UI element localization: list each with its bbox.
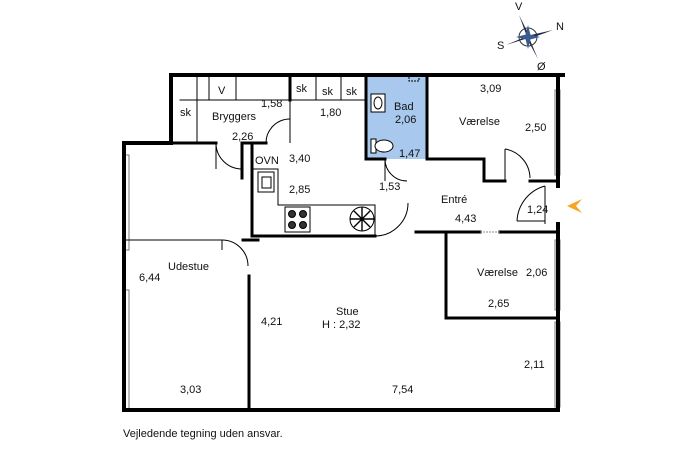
fan-icon [349,206,375,232]
vaerelse1-h: 2,50 [525,122,546,134]
vaerelse2-h: 2,06 [526,267,547,279]
door-swings [215,100,546,267]
hall-small-dim: 1,80 [320,107,341,119]
walls [122,73,565,412]
kitchen-counter [252,168,376,236]
bad-w: 2,06 [395,114,416,126]
compass-rose-icon [506,15,553,59]
entre-h: 1,53 [379,181,400,193]
vaerelse2-name: Værelse [477,267,518,279]
compass-n-label: N [556,21,564,33]
compass-v-label: V [515,1,523,13]
stue-name: Stue [336,306,359,318]
bryggers-name: Bryggers [212,111,257,123]
sk-label-1: sk [180,107,192,119]
vaerelse1-w: 3,09 [480,83,501,95]
vaerelse2-w: 2,65 [488,298,509,310]
bad-name: Bad [394,101,414,113]
stue-w: 7,54 [392,384,413,396]
disclaimer-caption: Vejledende tegning uden ansvar. [123,428,283,440]
bryggers-h: 1,58 [261,98,282,110]
kitchen-h: 3,40 [289,153,310,165]
udestue-h: 6,44 [139,272,160,284]
sk-label-2: sk [296,83,308,95]
sk-label-4: sk [346,86,358,98]
v-label: V [218,85,226,97]
entre-w: 4,43 [455,213,476,225]
stue-h: 4,21 [261,316,282,328]
sink-icon [370,93,386,113]
compass-s-label: S [497,40,504,52]
udestue-name: Udestue [168,261,209,273]
bad-h: 1,47 [399,148,420,160]
door-dim: 1,24 [527,204,548,216]
stove-icon [284,206,311,233]
kitchen-w: 2,85 [289,184,310,196]
entre-name: Entré [441,194,467,206]
entry-arrow-icon [567,199,582,213]
windows [123,89,561,411]
toilet-icon [370,138,394,154]
sk-label-3: sk [322,86,334,98]
udestue-w: 3,03 [180,384,201,396]
compass-o-label: Ø [537,61,546,73]
shower-icon [408,75,420,82]
ovn-label: OVN [255,155,279,167]
bryggers-w: 2,26 [232,131,253,143]
vaerelse1-name: Værelse [459,116,500,128]
stue-height: H : 2,32 [322,319,361,331]
stue-extra: 2,11 [524,359,545,371]
